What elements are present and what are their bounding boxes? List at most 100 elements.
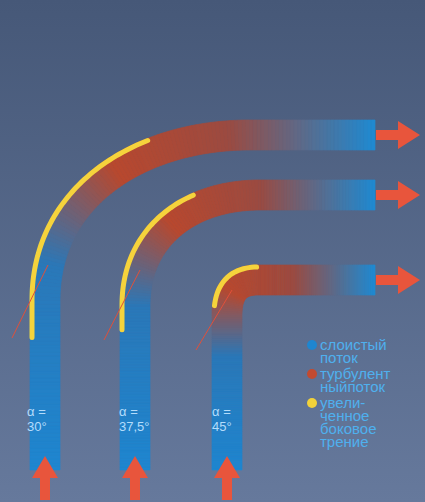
pipe-segment	[120, 330, 150, 333]
pipe-segment	[120, 359, 150, 362]
pipe-segment	[290, 120, 294, 150]
pipe-segment	[279, 120, 283, 150]
pipe-segment	[30, 348, 60, 352]
pipe-segment	[30, 360, 60, 364]
inlet-arrow	[122, 456, 148, 500]
pipe-segment	[30, 378, 60, 382]
pipe-segment	[270, 180, 273, 210]
pipe-segment	[120, 368, 150, 371]
legend-swatch-box	[306, 397, 318, 409]
pipe-segment	[371, 120, 375, 150]
pipe-segment	[337, 180, 340, 210]
pipe-segment	[317, 180, 320, 210]
angle-label-box: α = 45°	[212, 404, 248, 434]
tangent-line	[104, 270, 140, 340]
pipe-segment	[120, 391, 150, 394]
pipe-segment	[342, 120, 346, 150]
pipe-segment	[120, 400, 150, 403]
pipe-segment	[120, 438, 150, 441]
pipe-segment	[290, 180, 293, 210]
pipe-segment	[331, 180, 334, 210]
inlet-arrow	[214, 456, 240, 500]
pipe-segment	[366, 180, 369, 210]
pipe-segment	[364, 120, 368, 150]
pipe-segment	[272, 120, 276, 150]
pipe-segment	[261, 120, 265, 150]
pipe-segment	[283, 120, 287, 150]
pipe-segment	[372, 180, 375, 210]
pipe-segment	[267, 180, 270, 210]
legend-swatch	[307, 398, 317, 408]
legend-swatch	[307, 369, 317, 379]
pipe-segment	[246, 120, 250, 150]
pipe-segment	[250, 120, 254, 150]
pipe-segment	[120, 374, 150, 377]
pipe-segment	[30, 341, 60, 345]
pipe-segment	[327, 120, 331, 150]
pipe-segment	[30, 437, 60, 441]
legend-item: слоистый поток	[306, 338, 402, 364]
legend-swatch-box	[306, 368, 318, 380]
pipe-segment	[273, 180, 276, 210]
pipe-segment	[120, 394, 150, 397]
pipe-segment	[257, 120, 261, 150]
pipe-segment	[120, 350, 150, 353]
pipe-segment	[368, 120, 372, 150]
legend-text: увели- ченное боковое трение	[320, 396, 402, 448]
pipe-segment	[363, 180, 366, 210]
pipe-segment	[322, 180, 325, 210]
pipe-segment	[120, 356, 150, 359]
pipe-segment	[338, 120, 342, 150]
pipe-segment	[30, 371, 60, 375]
outlet-arrow	[376, 121, 420, 149]
pipe-segment	[120, 452, 150, 455]
angle-label-box: α = 30°	[27, 404, 63, 434]
pipe-segment	[314, 180, 317, 210]
pipe-segment	[120, 339, 150, 342]
pipe-segment	[355, 180, 358, 210]
pipe-segment	[120, 385, 150, 388]
legend-text: турбулент ныйпоток	[320, 367, 402, 393]
pipe-segment	[120, 441, 150, 444]
legend-swatch-box	[306, 339, 318, 351]
pipe-segment	[323, 120, 327, 150]
flow-arrows	[32, 121, 420, 500]
pipe-segment	[120, 371, 150, 374]
pipe-segment	[294, 120, 298, 150]
pipe-segment	[30, 356, 60, 360]
pipe-segment	[30, 452, 60, 456]
pipe-segment	[120, 450, 150, 453]
pipe-segment	[340, 180, 343, 210]
pipe-segment	[276, 180, 279, 210]
outlet-arrow	[376, 266, 420, 294]
pipe-segment	[343, 180, 346, 210]
pipe-segment	[30, 385, 60, 389]
pipe-segment	[120, 447, 150, 450]
pipe-segment	[120, 377, 150, 380]
pipe-segment	[349, 180, 352, 210]
pipe-segment	[360, 120, 364, 150]
pipe-segment	[30, 382, 60, 386]
legend-swatch	[307, 340, 317, 350]
tangent-lines	[12, 265, 232, 350]
pipe-segment	[120, 336, 150, 339]
pipe-segment	[120, 342, 150, 345]
pipe-segment	[258, 180, 261, 210]
pipe-segment	[353, 120, 357, 150]
pipe-segment	[305, 120, 309, 150]
pipe-segment	[120, 362, 150, 365]
angle-label: α = 37,5°	[119, 404, 155, 434]
pipe-segment	[305, 180, 308, 210]
legend-item: турбулент ныйпоток	[306, 367, 402, 393]
inlet-arrow	[32, 456, 58, 500]
pipe-segment	[346, 120, 350, 150]
pipe-segment	[316, 120, 320, 150]
outlet-arrow	[376, 181, 420, 209]
pipe-segment	[120, 344, 150, 347]
pipe-segment	[276, 120, 280, 150]
angle-label: α = 45°	[212, 404, 248, 434]
pipe-segment	[120, 333, 150, 336]
pipe-segment	[369, 180, 372, 210]
pipe-segment	[30, 448, 60, 452]
